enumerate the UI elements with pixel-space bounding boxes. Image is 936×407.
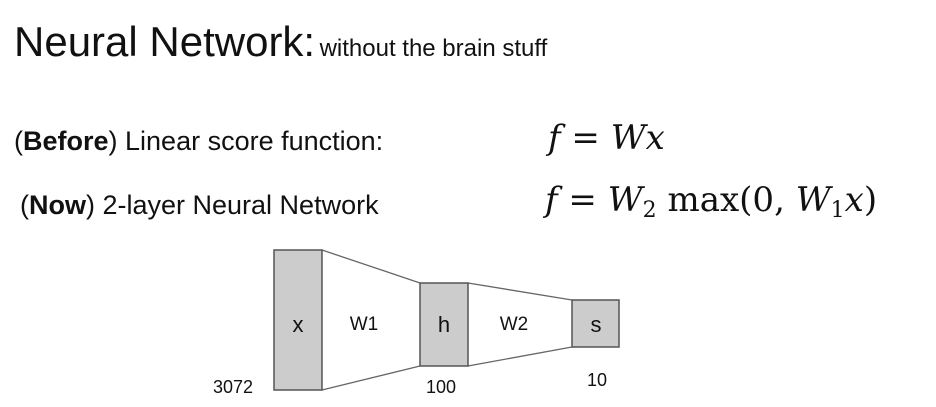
now-paren: ( xyxy=(20,190,29,220)
hidden-layer-box xyxy=(419,282,469,367)
now-rest: ) 2-layer Neural Network xyxy=(86,190,379,220)
w2-bottom-edge xyxy=(467,346,573,367)
before-label: (Before) Linear score function: xyxy=(14,126,383,157)
before-rest: ) Linear score function: xyxy=(108,126,384,156)
input-layer-label: x xyxy=(293,312,304,337)
score-dim-label: 10 xyxy=(587,370,607,390)
w1-label: W1 xyxy=(350,314,379,335)
before-paren: ( xyxy=(14,126,23,156)
before-bold: Before xyxy=(23,126,109,156)
w1-top-edge xyxy=(321,249,421,284)
w2-top-edge xyxy=(467,282,573,301)
title-main: Neural Network: xyxy=(14,18,316,65)
now-label: (Now) 2-layer Neural Network xyxy=(20,190,379,221)
score-layer-box xyxy=(571,299,620,348)
hidden-dim-label: 100 xyxy=(426,377,456,397)
input-dim-label: 3072 xyxy=(213,377,253,397)
hidden-layer-label: h xyxy=(438,312,450,337)
w1-bottom-edge xyxy=(321,365,421,391)
score-layer-label: s xyxy=(591,312,602,337)
two-layer-equation: f = W2 max(0, W1x) xyxy=(545,180,878,223)
title-subtitle: without the brain stuff xyxy=(319,35,548,62)
w2-label: W2 xyxy=(500,314,529,335)
input-layer-box xyxy=(273,249,323,391)
linear-score-equation: f = Wx xyxy=(548,118,665,158)
slide-title: Neural Network: without the brain stuff xyxy=(14,18,547,66)
now-bold: Now xyxy=(29,190,86,220)
